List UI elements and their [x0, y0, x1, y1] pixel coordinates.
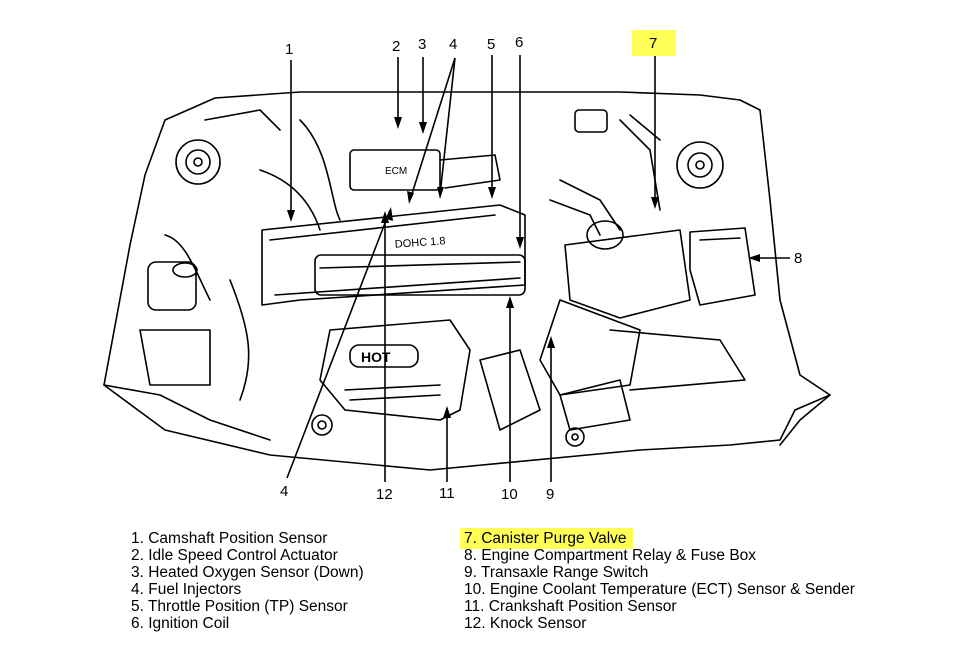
callout-3: 3 — [418, 36, 427, 53]
legend-item-7: 7. Canister Purge Valve — [460, 528, 633, 549]
engine-bay-outline — [103, 91, 831, 471]
legend-left: 1. Camshaft Position Sensor 2. Idle Spee… — [131, 530, 364, 632]
callout-9: 9 — [546, 486, 555, 503]
callout-8: 8 — [794, 250, 803, 267]
callout-4-bottom: 4 — [280, 483, 289, 500]
ecm-box — [349, 149, 441, 191]
dohc-label: DOHC 1.8 — [394, 235, 445, 251]
legend-item-2: 2. Idle Speed Control Actuator — [131, 547, 338, 564]
left-strut-tower — [175, 139, 221, 185]
callout-2: 2 — [392, 38, 401, 55]
callout-6: 6 — [515, 34, 524, 51]
callout-11: 11 — [439, 485, 455, 502]
coolant-reservoir — [147, 261, 197, 311]
legend-item-8: 8. Engine Compartment Relay & Fuse Box — [464, 547, 757, 564]
legend-item-5: 5. Throttle Position (TP) Sensor — [131, 598, 348, 615]
legend-right: 7. Canister Purge Valve 8. Engine Compar… — [460, 528, 855, 632]
ecm-label: ECM — [385, 166, 407, 177]
air-cleaner — [564, 229, 691, 319]
valve-cover — [314, 254, 526, 296]
hot-label: HOT — [361, 349, 391, 365]
fuse-box — [689, 227, 756, 306]
legend-item-10: 10. Engine Coolant Temperature (ECT) Sen… — [464, 581, 855, 598]
legend-item-3: 3. Heated Oxygen Sensor (Down) — [131, 564, 364, 581]
legend-item-4: 4. Fuel Injectors — [131, 581, 242, 598]
legend-item-11: 11. Crankshaft Position Sensor — [464, 598, 677, 615]
callout-12: 12 — [376, 486, 393, 503]
callout-4-top: 4 — [449, 36, 458, 53]
legend-item-6: 6. Ignition Coil — [131, 615, 230, 632]
right-strut-tower — [676, 141, 724, 189]
callout-7: 7 — [649, 35, 658, 52]
callout-10: 10 — [501, 486, 518, 503]
legend-item-1: 1. Camshaft Position Sensor — [131, 530, 328, 547]
hot-plate — [349, 344, 419, 368]
legend-item-12: 12. Knock Sensor — [464, 615, 587, 632]
callout-5: 5 — [487, 36, 496, 53]
callout-7-highlight — [632, 30, 676, 56]
legend-item-9: 9. Transaxle Range Switch — [464, 564, 649, 581]
callout-1: 1 — [285, 41, 294, 58]
